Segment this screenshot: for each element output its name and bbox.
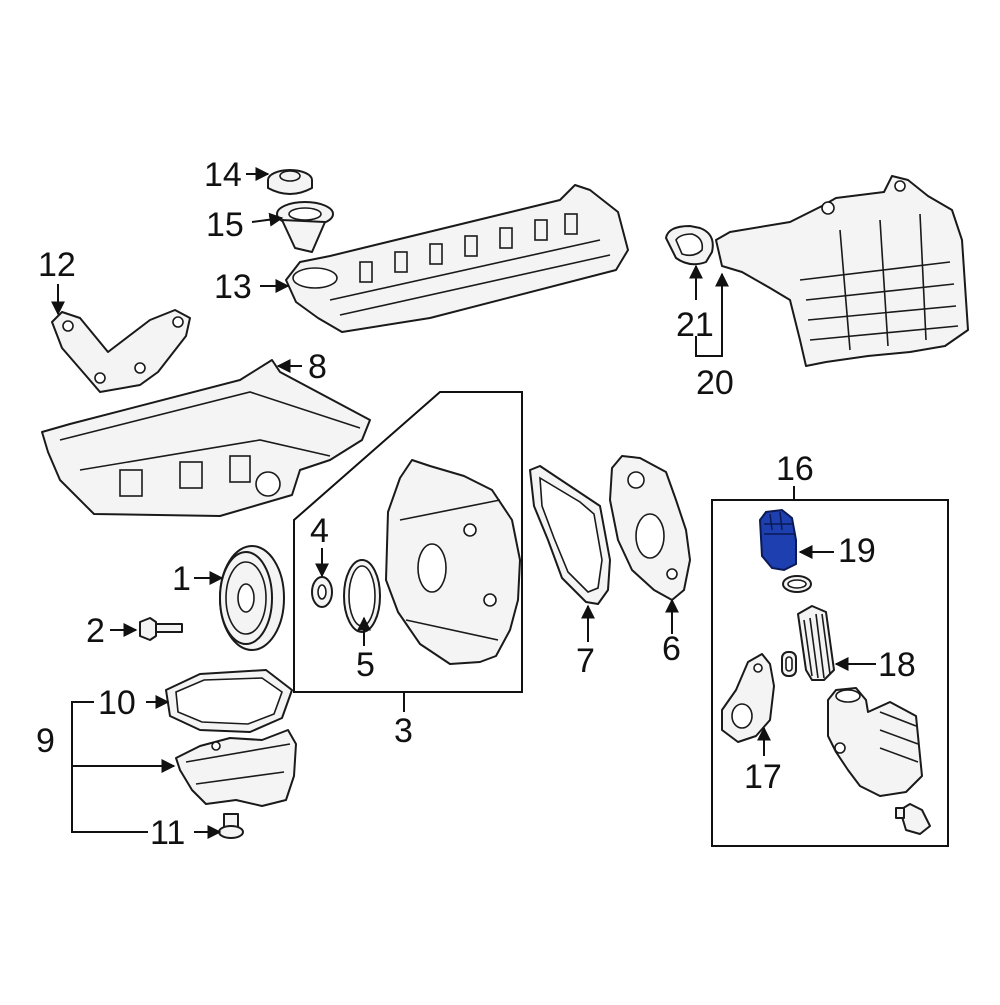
callout-8: 8 xyxy=(308,348,327,386)
part-1-crankshaft-pulley[interactable] xyxy=(219,545,285,651)
callout-10: 10 xyxy=(98,684,136,722)
group-box-3 xyxy=(293,391,523,693)
part-21-gasket[interactable] xyxy=(665,225,714,266)
part-12-mount-bracket[interactable] xyxy=(51,309,191,393)
callout-14: 14 xyxy=(204,156,242,194)
part-18-oil-filter-element[interactable] xyxy=(797,605,835,681)
part-19-oil-filter-cap[interactable] xyxy=(758,508,797,572)
callout-12: 12 xyxy=(38,246,76,284)
part-17-housing-gasket[interactable] xyxy=(721,653,775,743)
part-13-valve-cover[interactable] xyxy=(285,184,629,333)
part-5-seal-ring[interactable] xyxy=(343,559,381,633)
part-8-upper-oil-pan[interactable] xyxy=(41,359,371,517)
part-14-oil-filler-cap[interactable] xyxy=(267,169,313,195)
callout-1: 1 xyxy=(172,560,191,598)
callout-2: 2 xyxy=(86,612,105,650)
part-16-sensor[interactable] xyxy=(895,803,931,835)
part-9-lower-oil-pan[interactable] xyxy=(175,729,297,807)
callout-17: 17 xyxy=(744,758,782,796)
callout-13: 13 xyxy=(214,268,252,306)
leader-lines xyxy=(51,167,876,839)
callout-20: 20 xyxy=(696,364,734,402)
part-2-pulley-bolt[interactable] xyxy=(139,617,183,641)
callout-15: 15 xyxy=(206,206,244,244)
callout-19: 19 xyxy=(838,532,876,570)
callout-18: 18 xyxy=(878,646,916,684)
part-17-small-seal[interactable] xyxy=(781,651,797,677)
callout-3: 3 xyxy=(394,712,413,750)
callout-16: 16 xyxy=(776,450,814,488)
callout-11: 11 xyxy=(150,814,185,852)
part-16-filter-housing[interactable] xyxy=(827,687,923,797)
callout-7: 7 xyxy=(576,642,595,680)
part-6-rear-cover[interactable] xyxy=(609,455,691,601)
part-19-o-ring[interactable] xyxy=(782,575,812,593)
part-15-filler-seal[interactable] xyxy=(276,201,334,253)
callout-21: 21 xyxy=(676,306,714,344)
callout-6: 6 xyxy=(662,630,681,668)
part-7-gasket[interactable] xyxy=(529,465,611,605)
part-3-timing-cover[interactable] xyxy=(385,459,521,665)
part-10-oil-pan-gasket[interactable] xyxy=(165,669,293,733)
part-11-drain-plug[interactable] xyxy=(218,813,244,839)
callout-4: 4 xyxy=(310,512,329,550)
callout-9: 9 xyxy=(36,722,55,760)
callout-5: 5 xyxy=(356,646,375,684)
group-box-16 xyxy=(711,499,949,847)
part-4-seal[interactable] xyxy=(311,576,333,608)
part-20-intake-manifold[interactable] xyxy=(715,175,969,367)
